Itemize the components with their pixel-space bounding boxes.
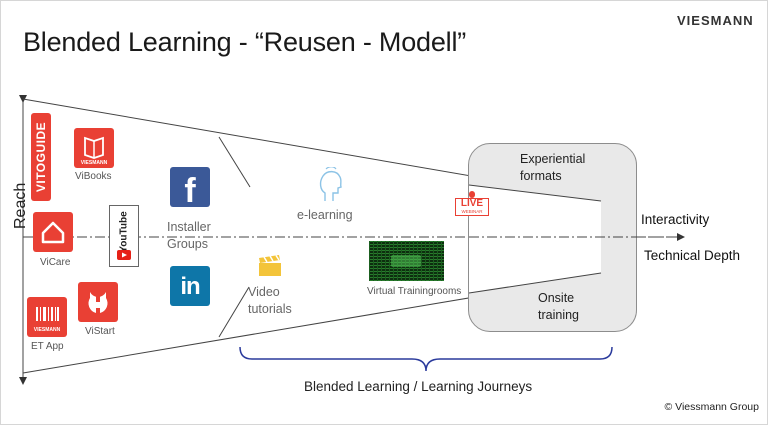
technical-depth-label: Technical Depth [644, 248, 741, 263]
interactivity-label: Interactivity [641, 212, 710, 227]
etapp-label: ET App [31, 341, 64, 352]
journey-brace [239, 346, 613, 372]
book-icon [84, 136, 104, 159]
reach-label: Reach [12, 182, 29, 229]
vistart-label: ViStart [85, 326, 115, 337]
head-icon [319, 167, 342, 201]
vitoguide-label: VITOGUIDE [34, 121, 48, 193]
virtual-room-image [369, 241, 444, 281]
youtube-tile: YouTube [109, 205, 139, 267]
facebook-icon: f [170, 167, 210, 210]
linkedin-icon: in [170, 266, 210, 306]
virtual-trainingrooms-label: Virtual Trainingrooms [367, 286, 462, 297]
elearning-label: e-learning [297, 208, 353, 222]
learning-journey-label: Blended Learning / Learning Journeys [304, 379, 533, 394]
vibooks-tile: VIESMANN [74, 128, 114, 168]
vistart-tile [78, 282, 118, 322]
etapp-tile: VIESMANN [27, 297, 67, 337]
home-icon [41, 221, 65, 244]
vibooks-label: ViBooks [75, 171, 112, 182]
youtube-label: YouTube [118, 211, 130, 253]
funnel-cut-lower [218, 286, 250, 338]
funnel-cut-upper [218, 136, 251, 188]
slide-title: Blended Learning - “Reusen - Modell” [23, 27, 467, 57]
play-icon [117, 250, 131, 260]
vicare-label: ViCare [40, 257, 71, 268]
vitoguide-tile: VITOGUIDE [31, 113, 51, 201]
wrench-icon [88, 292, 108, 313]
barcode-icon [36, 307, 59, 321]
live-webinar-icon: LIVE WEBINAR [455, 191, 489, 217]
vicare-tile [33, 212, 73, 252]
viessmann-logo: VIESMANN [677, 13, 754, 28]
copyright-footer: © Viessmann Group [664, 401, 759, 413]
clapperboard-icon [259, 255, 281, 276]
